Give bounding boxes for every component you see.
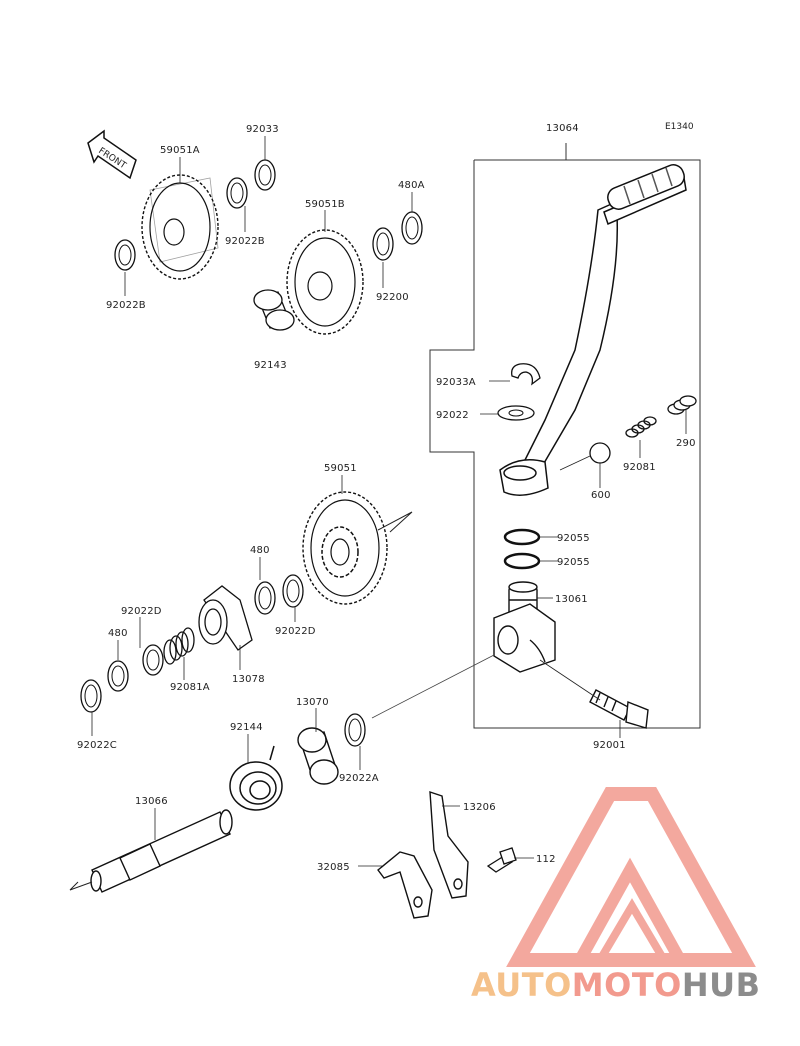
part-number-labels: 13064 59051A 92033 92022B 92022B 59051B … — [77, 123, 696, 873]
label-480-left: 480 — [108, 628, 128, 639]
front-arrow-icon: FRONT — [87, 129, 137, 180]
spring-290 — [667, 395, 697, 415]
label-92081: 92081 — [623, 462, 656, 473]
label-32085: 32085 — [317, 862, 350, 873]
shaft-direction-arrow — [69, 881, 93, 891]
label-92033: 92033 — [246, 124, 279, 135]
leader-lines — [91, 136, 687, 867]
label-92022c: 92022C — [77, 740, 117, 751]
kick-pedal-grip — [607, 164, 685, 210]
label-92022d-mid: 92022D — [275, 626, 316, 637]
label-480-mid: 480 — [250, 545, 270, 556]
label-59051a: 59051A — [160, 145, 200, 156]
label-92143: 92143 — [254, 360, 287, 371]
spring-92081 — [625, 416, 657, 438]
label-13061: 13061 — [555, 594, 588, 605]
watermark-part-moto: MOTO — [572, 966, 682, 1004]
gear-59051 — [302, 491, 388, 605]
label-92022b-left: 92022B — [106, 300, 146, 311]
label-92144: 92144 — [230, 722, 263, 733]
collar-92143 — [253, 289, 295, 331]
shaft-alignment-line — [371, 654, 495, 719]
guide-plate-13206 — [429, 791, 469, 899]
bolt-112 — [486, 847, 517, 873]
kick-shaft-13066 — [90, 809, 233, 893]
watermark-part-hub: HUB — [682, 966, 761, 1004]
torsion-spring-92144 — [229, 745, 283, 811]
label-13064: 13064 — [546, 123, 579, 134]
label-13070: 13070 — [296, 697, 329, 708]
label-480a: 480A — [398, 180, 425, 191]
automotohub-watermark-logo — [506, 787, 756, 967]
label-13078: 13078 — [232, 674, 265, 685]
label-92022d-left: 92022D — [121, 606, 162, 617]
label-13066: 13066 — [135, 796, 168, 807]
label-600: 600 — [591, 490, 611, 501]
steel-ball-600 — [589, 442, 611, 464]
pedal-boss-13061 — [493, 581, 556, 673]
label-59051b: 59051B — [305, 199, 345, 210]
label-92200: 92200 — [376, 292, 409, 303]
label-92022: 92022 — [436, 410, 469, 421]
label-92022a: 92022A — [339, 773, 379, 784]
label-92055-lower: 92055 — [557, 557, 590, 568]
diagram-code: E1340 — [665, 122, 694, 132]
label-59051: 59051 — [324, 463, 357, 474]
label-92001: 92001 — [593, 740, 626, 751]
watermark-part-auto: AUTO — [471, 966, 572, 1004]
bolt-92001 — [589, 689, 649, 729]
ratchet-13078 — [198, 585, 253, 651]
spring-92081a — [163, 627, 195, 665]
gear-59051b — [286, 229, 364, 335]
label-112: 112 — [536, 854, 556, 865]
collar-13070 — [297, 727, 339, 785]
circlip-92033a — [511, 363, 541, 386]
pedal-assembly-bracket — [429, 143, 701, 729]
label-92081a: 92081A — [170, 682, 210, 693]
stopper-plate-32085 — [377, 851, 433, 919]
label-13206: 13206 — [463, 802, 496, 813]
gear-59051a — [141, 174, 219, 280]
watermark-text: AUTOMOTOHUB — [471, 966, 761, 1004]
label-92033a: 92033A — [436, 377, 476, 388]
kick-pedal-lever — [499, 164, 687, 496]
gear-direction-arrow — [377, 511, 413, 533]
o-ring-92055-upper — [503, 528, 541, 546]
o-ring-92055-lower — [503, 552, 541, 570]
label-290: 290 — [676, 438, 696, 449]
label-92055-upper: 92055 — [557, 533, 590, 544]
label-92022b-top: 92022B — [225, 236, 265, 247]
